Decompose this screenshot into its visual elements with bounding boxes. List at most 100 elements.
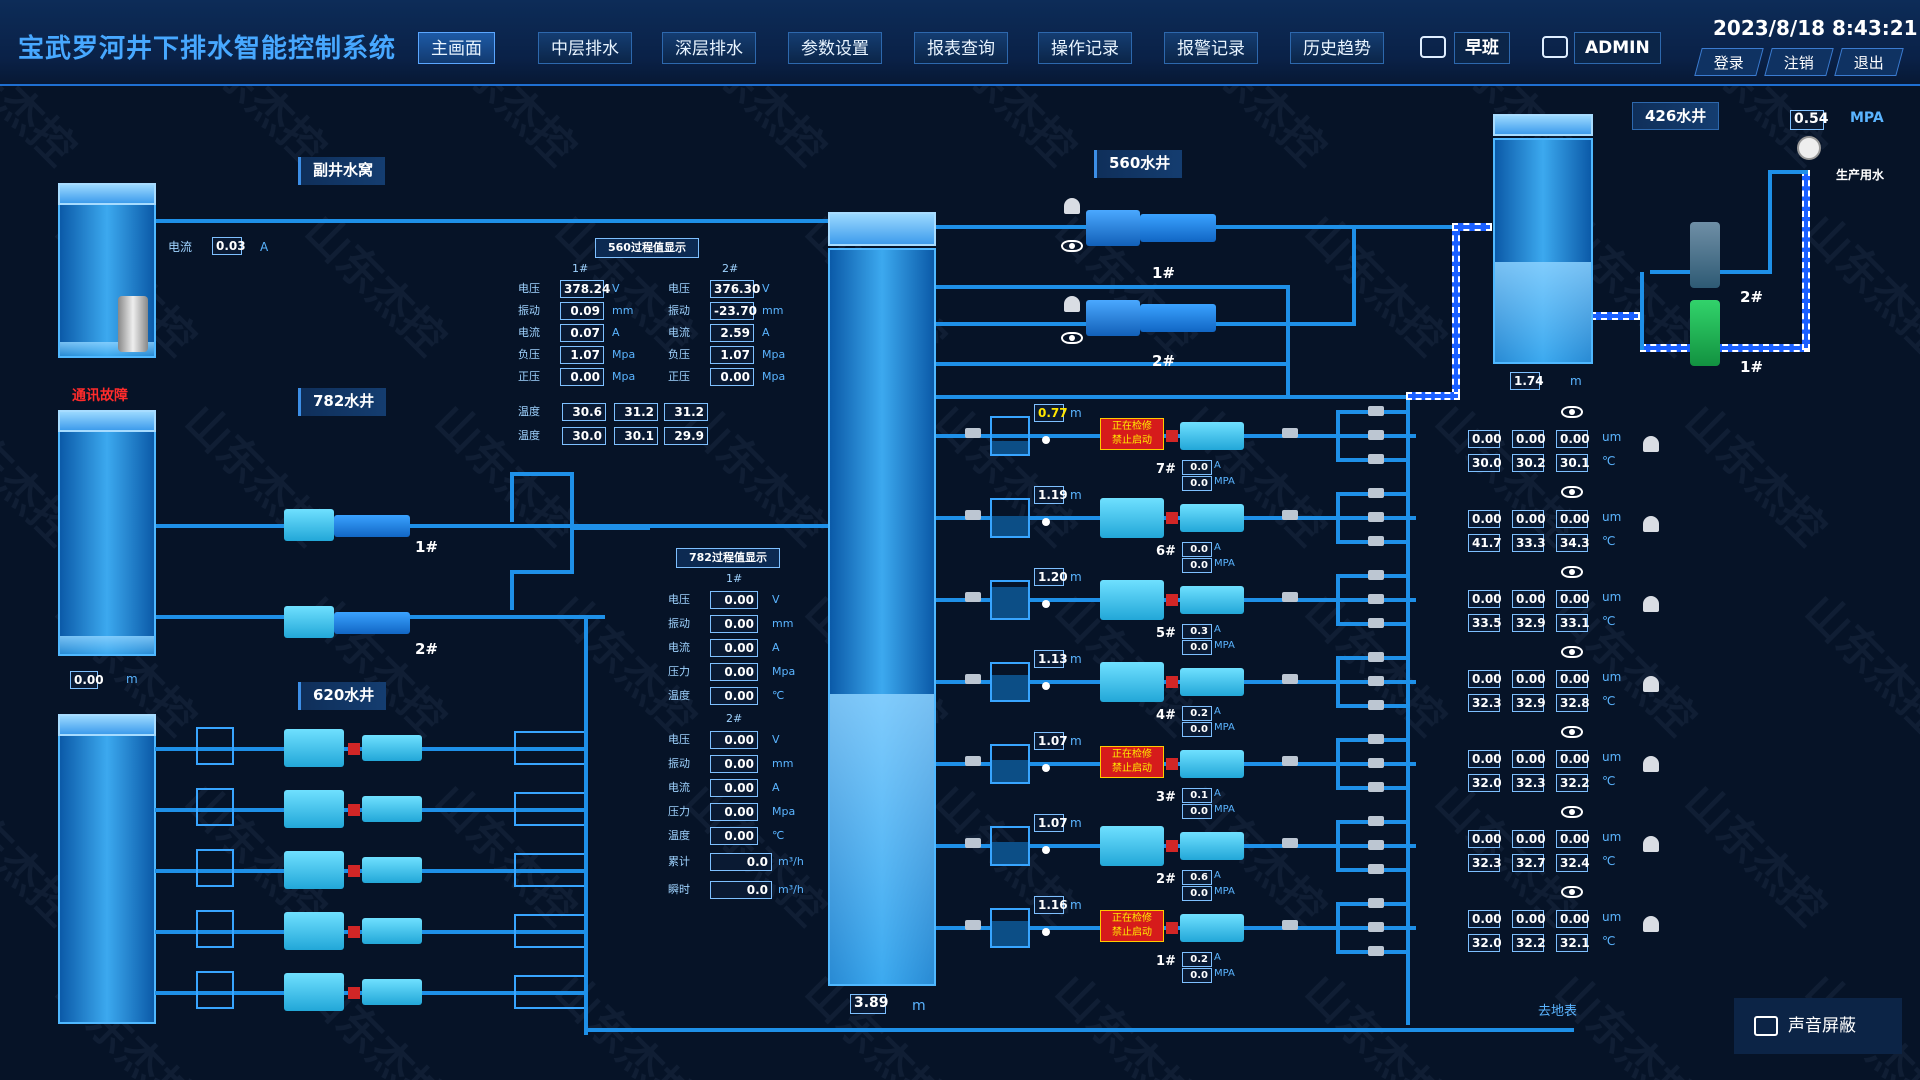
valve-icon[interactable] bbox=[1368, 488, 1384, 498]
logout-button[interactable]: 注销 bbox=[1764, 48, 1834, 76]
eye-icon[interactable] bbox=[1561, 646, 1583, 658]
valve-icon[interactable] bbox=[1368, 700, 1384, 710]
valve-icon[interactable] bbox=[1282, 592, 1298, 602]
panel782-value: 0.00 bbox=[710, 591, 758, 609]
temperature-unit: ℃ bbox=[1602, 454, 1616, 468]
valve-icon[interactable] bbox=[965, 592, 981, 602]
valve-icon[interactable] bbox=[1368, 782, 1384, 792]
valve-icon[interactable] bbox=[1368, 864, 1384, 874]
valve-icon[interactable] bbox=[965, 674, 981, 684]
nav-params[interactable]: 参数设置 bbox=[788, 32, 882, 64]
valve-icon[interactable] bbox=[1368, 512, 1384, 522]
sound-mute-button[interactable]: 声音屏蔽 bbox=[1734, 998, 1902, 1054]
eye-icon[interactable] bbox=[1561, 566, 1583, 578]
valve-icon[interactable] bbox=[965, 838, 981, 848]
vibration-value: 0.00 bbox=[1512, 670, 1546, 688]
valve-icon[interactable] bbox=[1368, 652, 1384, 662]
valve-icon[interactable] bbox=[1282, 428, 1298, 438]
valve-icon[interactable] bbox=[1282, 920, 1298, 930]
shift-icon bbox=[1420, 36, 1446, 58]
w426-tank-cap bbox=[1493, 114, 1593, 136]
eye-icon[interactable] bbox=[1061, 240, 1083, 252]
goto-surface-link[interactable]: 去地表 bbox=[1538, 1004, 1578, 1019]
w426-pump-1-icon[interactable] bbox=[1690, 300, 1720, 366]
valve-icon[interactable] bbox=[965, 428, 981, 438]
eye-icon[interactable] bbox=[1561, 886, 1583, 898]
nav-alarm-log[interactable]: 报警记录 bbox=[1164, 32, 1258, 64]
panel782-value: 0.00 bbox=[710, 639, 758, 657]
status-dot bbox=[1042, 682, 1050, 690]
valve-icon[interactable] bbox=[965, 756, 981, 766]
temperature-value: 34.3 bbox=[1556, 534, 1590, 552]
valve-icon[interactable] bbox=[1368, 840, 1384, 850]
w620-pump-motor-icon[interactable] bbox=[284, 790, 344, 828]
eye-icon[interactable] bbox=[1061, 332, 1083, 344]
w560-pump-2-label: 2# bbox=[1152, 352, 1176, 370]
valve-icon[interactable] bbox=[965, 510, 981, 520]
valve-icon[interactable] bbox=[1368, 946, 1384, 956]
w620-pump-motor-icon[interactable] bbox=[284, 973, 344, 1011]
w620-pump-motor-icon[interactable] bbox=[284, 851, 344, 889]
status-dot bbox=[1042, 600, 1050, 608]
w620-pump-motor-icon[interactable] bbox=[284, 729, 344, 767]
nav-history-trend[interactable]: 历史趋势 bbox=[1290, 32, 1384, 64]
nav-middle-drain[interactable]: 中层排水 bbox=[538, 32, 632, 64]
pump-label: 4# bbox=[1156, 708, 1176, 723]
w560-main-tank bbox=[828, 248, 936, 986]
valve-icon[interactable] bbox=[1368, 618, 1384, 628]
valve-icon[interactable] bbox=[1368, 922, 1384, 932]
pump-coupling bbox=[1166, 512, 1178, 524]
nav-operation-log[interactable]: 操作记录 bbox=[1038, 32, 1132, 64]
w560-pump-1-icon[interactable] bbox=[1086, 206, 1216, 250]
valve-icon[interactable] bbox=[1282, 674, 1298, 684]
valve-icon[interactable] bbox=[1368, 536, 1384, 546]
login-button[interactable]: 登录 bbox=[1694, 48, 1764, 76]
eye-icon[interactable] bbox=[1561, 806, 1583, 818]
nav-deep-drain[interactable]: 深层排水 bbox=[662, 32, 756, 64]
panel560-temp-label: 温度 bbox=[518, 429, 540, 442]
pump-current-unit: A bbox=[1214, 460, 1221, 471]
panel560-temp-a: 30.0 bbox=[562, 427, 606, 445]
w620-pump-motor-icon[interactable] bbox=[284, 912, 344, 950]
w620-sump bbox=[196, 910, 234, 948]
pump-motor-icon[interactable] bbox=[1100, 826, 1164, 866]
valve-icon[interactable] bbox=[1368, 594, 1384, 604]
panel782-title: 782过程值显示 bbox=[676, 548, 780, 568]
panel560-value-2: 1.07 bbox=[710, 346, 754, 364]
valve-icon[interactable] bbox=[1368, 898, 1384, 908]
w426-pump-2-icon[interactable] bbox=[1690, 222, 1720, 288]
pump-motor-icon[interactable] bbox=[1100, 662, 1164, 702]
pump-motor-icon[interactable] bbox=[1100, 498, 1164, 538]
w782-pump-1-icon[interactable] bbox=[284, 505, 410, 545]
valve-icon[interactable] bbox=[1368, 734, 1384, 744]
w782-tank bbox=[58, 428, 156, 656]
pump-motor-icon[interactable] bbox=[1100, 580, 1164, 620]
nav-reports[interactable]: 报表查询 bbox=[914, 32, 1008, 64]
vibration-value: 0.00 bbox=[1556, 750, 1590, 768]
nav-main[interactable]: 主画面 bbox=[418, 32, 495, 64]
main-level-value: 3.89 bbox=[850, 994, 889, 1014]
valve-icon[interactable] bbox=[1368, 816, 1384, 826]
eye-icon[interactable] bbox=[1561, 486, 1583, 498]
status-dot bbox=[1042, 518, 1050, 526]
eye-icon[interactable] bbox=[1561, 726, 1583, 738]
valve-icon[interactable] bbox=[965, 920, 981, 930]
valve-icon[interactable] bbox=[1368, 454, 1384, 464]
valve-icon[interactable] bbox=[1282, 510, 1298, 520]
valve-icon[interactable] bbox=[1368, 430, 1384, 440]
eye-icon[interactable] bbox=[1561, 406, 1583, 418]
valve-icon[interactable] bbox=[1368, 406, 1384, 416]
w560-pump-2-icon[interactable] bbox=[1086, 296, 1216, 340]
valve-icon[interactable] bbox=[1368, 676, 1384, 686]
w782-pump-2-icon[interactable] bbox=[284, 602, 410, 642]
sump-level-unit: m bbox=[1070, 652, 1082, 666]
valve-icon[interactable] bbox=[1282, 838, 1298, 848]
panel560-value-1: 0.09 bbox=[560, 302, 604, 320]
valve-icon[interactable] bbox=[1282, 756, 1298, 766]
prod-water-label: 生产用水 bbox=[1836, 168, 1885, 182]
w620-coupling bbox=[348, 987, 360, 999]
valve-icon[interactable] bbox=[1368, 570, 1384, 580]
panel782-row-label: 压力 bbox=[668, 805, 690, 818]
valve-icon[interactable] bbox=[1368, 758, 1384, 768]
exit-button[interactable]: 退出 bbox=[1834, 48, 1904, 76]
